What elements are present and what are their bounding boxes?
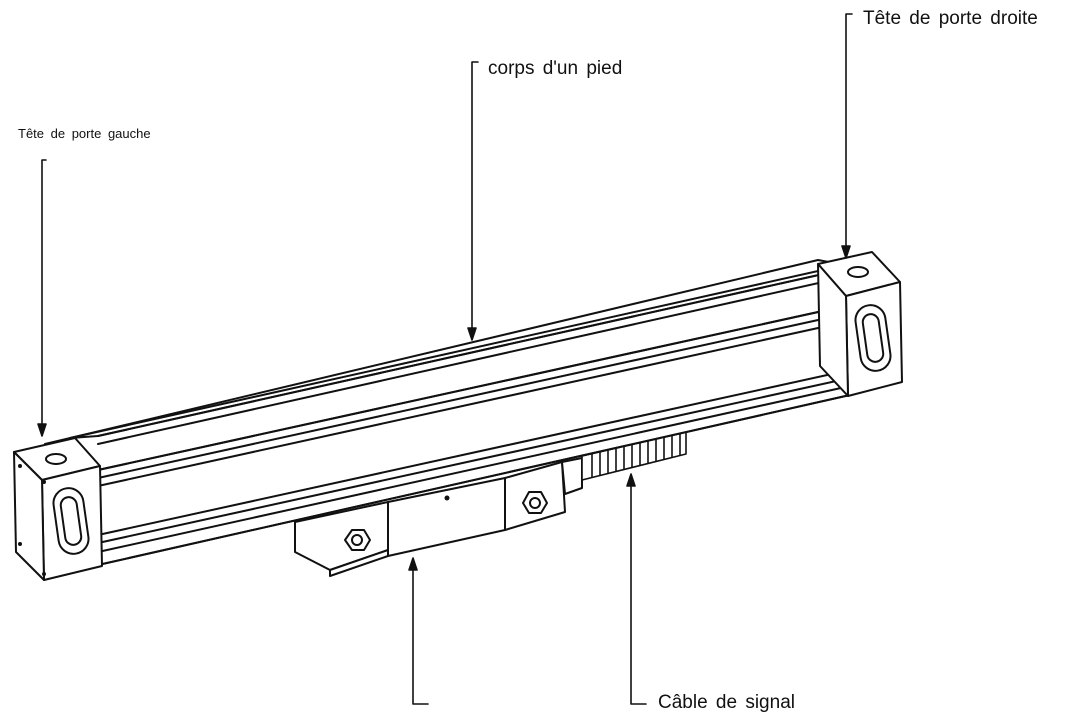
label-right-door-head: Tête de porte droite	[863, 8, 1038, 29]
leader-right-head	[841, 13, 853, 259]
hex-nut-icon	[522, 491, 548, 514]
leader-reading-head	[408, 557, 429, 705]
label-scale-body: corps d'un pied	[488, 58, 623, 79]
signal-cable	[581, 431, 687, 481]
mounting-slot-icon	[52, 487, 90, 555]
label-left-door-head: Tête de porte gauche	[18, 126, 151, 141]
mounting-slot-icon	[854, 304, 892, 372]
leader-signal-cable	[626, 473, 647, 705]
right-end-head	[817, 251, 903, 397]
leader-body	[467, 61, 479, 341]
left-end-head	[13, 437, 103, 581]
reading-head	[294, 457, 583, 577]
leader-left-head	[37, 159, 47, 437]
label-signal-cable: Câble de signal	[658, 692, 795, 713]
hex-nut-icon	[344, 529, 371, 551]
